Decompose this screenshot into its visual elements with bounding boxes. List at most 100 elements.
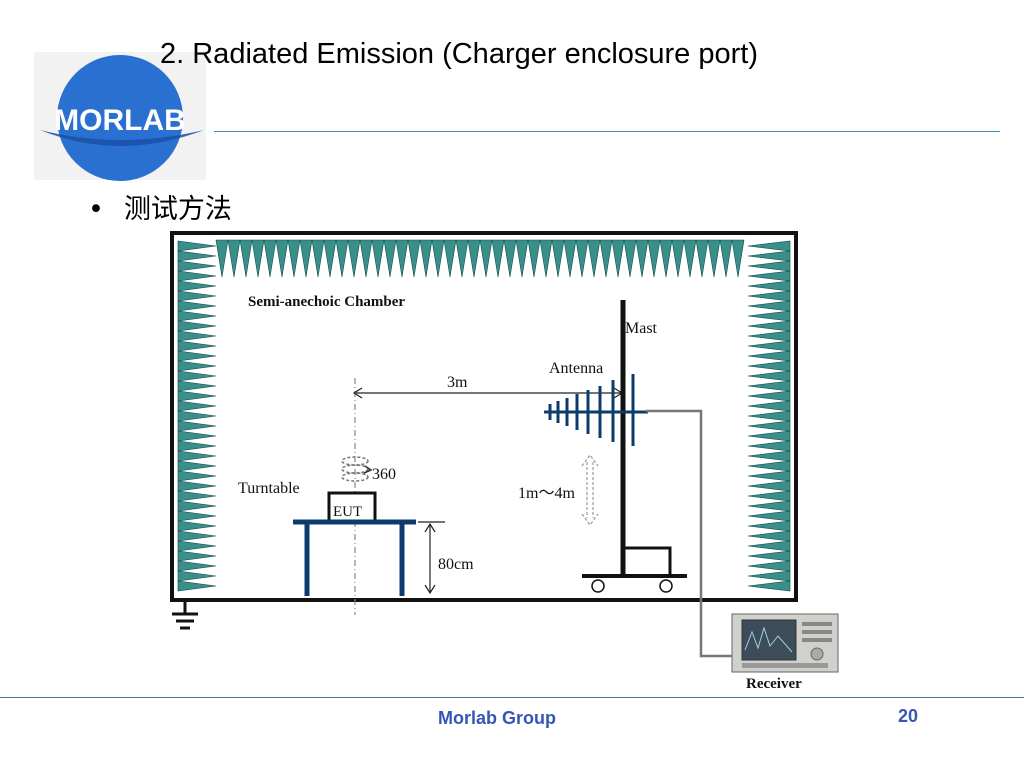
bullet-item: •测试方法	[88, 187, 232, 226]
absorber-cone	[177, 480, 217, 492]
absorber-cone	[747, 350, 791, 362]
antenna-label: Antenna	[549, 360, 603, 377]
absorber-cone	[407, 239, 421, 278]
absorber-cone	[747, 540, 791, 552]
logo-text: MORLAB	[54, 104, 186, 137]
receiver-icon	[731, 613, 839, 673]
absorber-cone	[747, 440, 791, 452]
absorber-cone	[275, 239, 289, 278]
absorber-cone	[419, 239, 433, 278]
absorber-cone	[177, 570, 217, 582]
absorber-cone	[177, 310, 217, 322]
absorber-cone	[177, 560, 217, 572]
absorber-cone	[747, 500, 791, 512]
absorber-cone	[747, 400, 791, 412]
absorber-cone	[239, 239, 253, 278]
absorber-cone	[647, 239, 661, 278]
absorber-cone	[177, 470, 217, 482]
absorber-cone	[747, 530, 791, 542]
absorber-cone	[747, 430, 791, 442]
absorber-cone	[719, 239, 733, 278]
footer-divider	[0, 697, 1024, 698]
absorber-cone	[747, 330, 791, 342]
distance-label: 3m	[447, 374, 468, 391]
chamber-wall	[170, 231, 798, 602]
absorber-cone	[747, 250, 791, 262]
absorber-cone	[177, 430, 217, 442]
receiver-label: Receiver	[746, 676, 802, 692]
absorber-cone	[177, 540, 217, 552]
absorber-cone	[287, 239, 301, 278]
absorber-cone	[747, 560, 791, 572]
absorber-cone	[177, 360, 217, 372]
absorber-cone	[177, 240, 217, 252]
absorber-cone	[599, 239, 613, 278]
absorber-cone	[731, 239, 745, 278]
absorber-left-wall	[177, 240, 217, 592]
absorber-cone	[747, 370, 791, 382]
absorber-cone	[503, 239, 517, 278]
morlab-logo: MORLAB	[40, 55, 204, 181]
table-height-dimension	[418, 521, 445, 595]
chamber-label: Semi-anechoic Chamber	[248, 294, 405, 310]
absorber-cone	[527, 239, 541, 278]
absorber-cone	[177, 320, 217, 332]
table-height-label: 80cm	[438, 556, 474, 573]
absorber-cone	[371, 239, 385, 278]
absorber-cone	[747, 360, 791, 372]
absorber-cone	[587, 239, 601, 278]
height-range-label: 1m～4m	[518, 485, 575, 502]
absorber-cone	[455, 239, 469, 278]
absorber-cone	[177, 370, 217, 382]
absorber-cone	[177, 460, 217, 472]
absorber-cone	[299, 239, 313, 278]
absorber-cone	[747, 240, 791, 252]
absorber-cone	[177, 440, 217, 452]
eut-box	[327, 491, 377, 523]
page-number: 20	[898, 706, 919, 726]
absorber-cone	[177, 500, 217, 512]
absorber-cone	[563, 239, 577, 278]
absorber-cone	[747, 460, 791, 472]
ground-icon	[172, 600, 198, 630]
absorber-cone	[431, 239, 445, 278]
absorber-cone	[747, 280, 791, 292]
distance-arrow-head-left	[352, 387, 363, 399]
mast-wheel-right	[659, 579, 673, 593]
absorber-cone	[177, 450, 217, 462]
antenna-cable	[646, 409, 734, 658]
bullet-text: 测试方法	[123, 194, 232, 225]
absorber-cone	[747, 390, 791, 402]
absorber-cone	[611, 239, 625, 278]
absorber-cone	[747, 310, 791, 322]
absorber-cone	[747, 420, 791, 432]
absorber-cone	[747, 290, 791, 302]
absorber-cone	[747, 410, 791, 422]
absorber-cone	[747, 340, 791, 352]
absorber-cone	[747, 480, 791, 492]
absorber-cone	[177, 340, 217, 352]
absorber-cone	[177, 400, 217, 412]
absorber-cone	[491, 239, 505, 278]
turntable-table	[293, 519, 416, 596]
absorber-cone	[747, 520, 791, 532]
absorber-cone	[515, 239, 529, 278]
absorber-cone	[177, 520, 217, 532]
absorber-cone	[747, 570, 791, 582]
absorber-cone	[575, 239, 589, 278]
absorber-cone	[395, 239, 409, 278]
antenna-icon	[544, 374, 648, 446]
absorber-cone	[747, 470, 791, 482]
absorber-cone	[177, 380, 217, 392]
mast-base	[582, 546, 687, 578]
slide-title: 2. Radiated Emission (Charger enclosure …	[160, 38, 758, 70]
absorber-cone	[747, 490, 791, 502]
absorber-cone	[177, 530, 217, 542]
test-setup-diagram: Semi-anechoic Chamber 3m Mast Antenna 1m…	[170, 231, 839, 692]
absorber-cone	[311, 239, 325, 278]
absorber-cone	[383, 239, 397, 278]
absorber-cone	[251, 239, 265, 278]
absorber-cone	[695, 239, 709, 278]
absorber-cone	[359, 239, 373, 278]
footer-company: Morlab Group	[438, 708, 556, 728]
